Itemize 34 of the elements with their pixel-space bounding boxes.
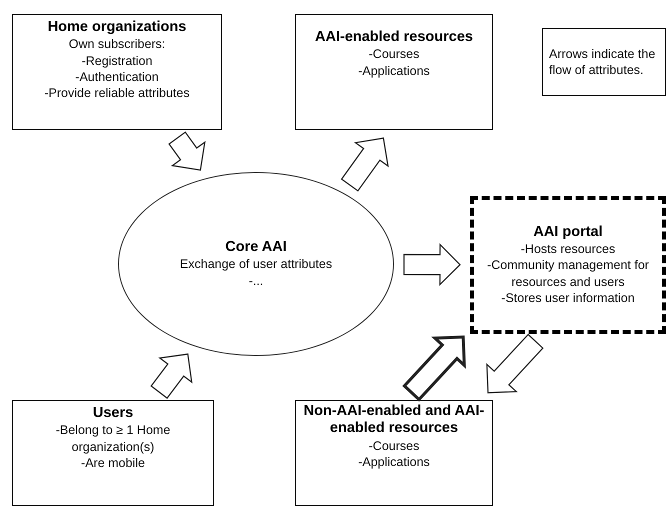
text: Arrows indicate the flow of attributes.: [549, 46, 656, 78]
text-box: [295, 400, 493, 506]
block-arrow: [403, 243, 461, 286]
heading: Core AAI: [225, 239, 287, 256]
text: -Courses: [368, 46, 420, 63]
text: -Belong to ≥ 1 Home organization(s): [54, 422, 172, 455]
text: -Are mobile: [81, 454, 145, 472]
text: -Applications: [358, 62, 430, 79]
block-arrow: [150, 353, 192, 399]
text: -Provide reliable attributes: [44, 85, 190, 102]
text: -Applications: [358, 454, 430, 470]
text: -Courses: [368, 438, 420, 454]
heading: AAI portal: [533, 224, 603, 242]
heading: AAI-enabled resources: [315, 29, 473, 46]
text-box: [12, 14, 222, 130]
block-arrow: [168, 131, 206, 171]
block-arrow: [340, 137, 389, 192]
text: -Stores user information: [501, 290, 635, 306]
text-box: [12, 400, 214, 506]
text: -...: [248, 272, 264, 289]
text-box: [295, 14, 493, 130]
text: -Authentication: [75, 68, 159, 86]
heading: Users: [92, 405, 134, 422]
text-box: [542, 28, 666, 96]
text: Own subscribers:: [68, 36, 166, 53]
text: -Hosts resources: [520, 241, 616, 258]
text: -Registration: [82, 52, 152, 69]
heading: Home organizations: [48, 19, 186, 36]
dashed-box: [470, 196, 666, 334]
heading: Non-AAI-enabled and AAI-enabled resources: [302, 403, 486, 438]
text: -Community management for resources and users: [486, 257, 650, 290]
block-arrow: [486, 334, 544, 394]
text: Exchange of user attributes: [180, 256, 332, 273]
block-arrow: [402, 335, 466, 402]
